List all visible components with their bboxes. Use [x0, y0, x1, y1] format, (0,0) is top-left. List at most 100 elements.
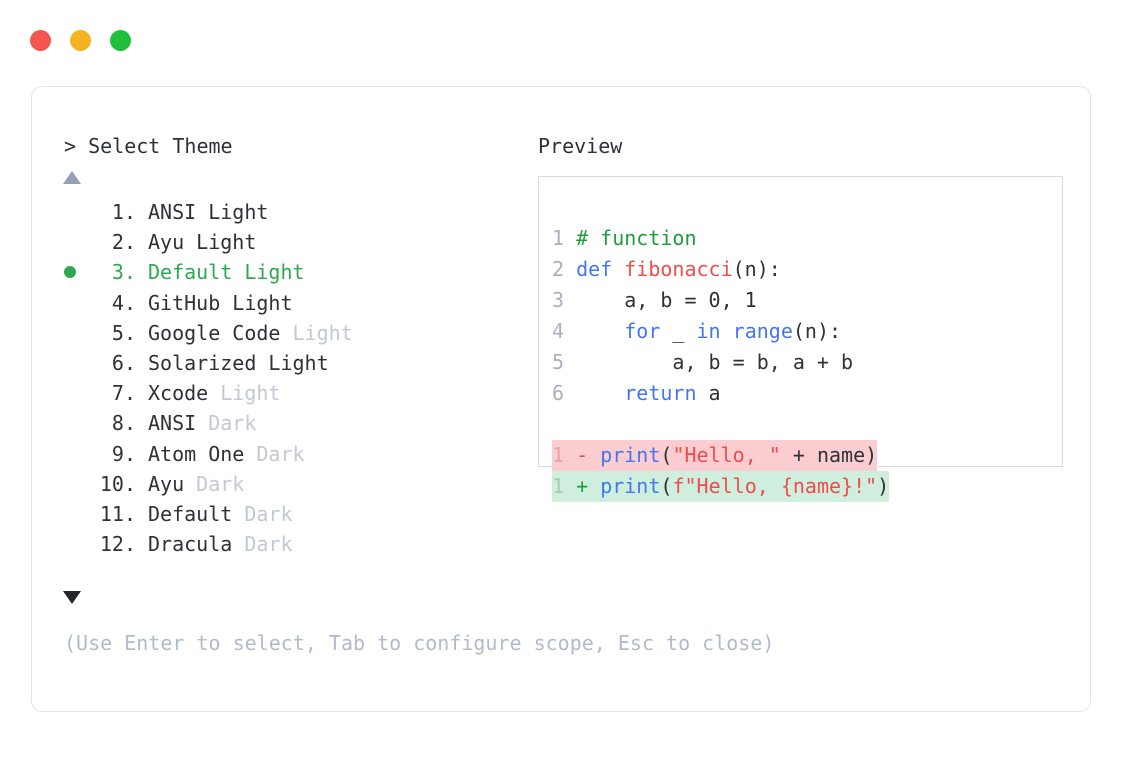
bullet-placeholder [64, 297, 76, 309]
theme-item-number: 9. [111, 441, 136, 466]
page-title: Select Theme [88, 134, 233, 158]
theme-item-label: Ayu Light [136, 227, 256, 257]
help-text: (Use Enter to select, Tab to configure s… [64, 631, 775, 655]
theme-item-label: Xcode Light [136, 378, 280, 408]
bullet-placeholder [64, 236, 76, 248]
selection-bullet-slot [56, 327, 84, 339]
bullet-placeholder [64, 538, 76, 550]
theme-list-item[interactable]: 8.ANSI Dark [56, 408, 526, 438]
bullet-placeholder [64, 206, 76, 218]
bullet-placeholder [64, 357, 76, 369]
theme-item-number: 1. [111, 200, 136, 224]
theme-list-item[interactable]: 5.Google Code Light [56, 318, 526, 348]
scroll-up-icon[interactable] [63, 171, 81, 184]
theme-item-number: 4. [111, 290, 136, 315]
theme-item-name: Default [148, 260, 245, 285]
diff-line-highlight: 1 - print("Hello, " + name) [552, 440, 878, 471]
code-token: print [600, 474, 661, 498]
theme-item-name: Xcode [148, 381, 221, 406]
theme-list-item[interactable]: 11.Default Dark [56, 499, 526, 529]
line-number: 1 [552, 474, 577, 498]
selection-bullet-slot [56, 357, 84, 369]
diff-marker: + [576, 474, 601, 498]
theme-item-number: 7. [111, 381, 136, 406]
preview-header: Preview [538, 134, 623, 158]
code-token [576, 319, 624, 343]
theme-item-variant: Dark [256, 441, 305, 466]
theme-item-variant: Dark [244, 501, 293, 526]
bullet-placeholder [64, 508, 76, 520]
line-number: 6 [552, 381, 577, 405]
theme-item-variant: Light [232, 290, 293, 315]
bullet-placeholder [64, 387, 76, 399]
minimize-window-button[interactable] [70, 30, 91, 51]
theme-item-name: Solarized [148, 350, 269, 375]
theme-item-name: Ayu [148, 230, 197, 255]
code-token: "Hello, " [672, 443, 781, 467]
code-token: range [732, 319, 793, 343]
theme-item-name: Dracula [148, 532, 245, 557]
code-token: fibonacci [624, 257, 733, 281]
bullet-placeholder [64, 417, 76, 429]
theme-list-item[interactable]: 3.Default Light [56, 257, 526, 287]
code-line: 1 # function [552, 223, 889, 254]
theme-item-label: Ayu Dark [136, 469, 244, 499]
code-token: a, b = b, a + b [576, 350, 854, 374]
code-token: # function [576, 226, 697, 250]
theme-list-item[interactable]: 1. ANSI Light [56, 197, 526, 227]
theme-list-item[interactable]: 10.Ayu Dark [56, 469, 526, 499]
theme-list-item[interactable]: 12.Dracula Dark [56, 529, 526, 559]
selection-bullet-slot [56, 266, 84, 279]
bullet-placeholder [64, 478, 76, 490]
code-token [576, 381, 624, 405]
theme-list-item[interactable]: 4.GitHub Light [56, 288, 526, 318]
code-token: f"Hello, {name}!" [672, 474, 878, 498]
theme-item-name: Atom One [148, 441, 257, 466]
theme-list-item[interactable]: 2.Ayu Light [56, 227, 526, 257]
selection-bullet-slot [56, 448, 84, 460]
code-token: def [576, 257, 625, 281]
code-token: for [624, 319, 661, 343]
code-token: a, b = 0, 1 [576, 288, 757, 312]
theme-list-item[interactable]: 6.Solarized Light [56, 348, 526, 378]
close-window-button[interactable] [30, 30, 51, 51]
theme-item-number: 12. [99, 532, 136, 557]
theme-item-label: Default Dark [136, 499, 293, 529]
theme-item-number: 2. [111, 230, 136, 255]
selection-bullet-slot [56, 236, 84, 248]
diff-marker: - [576, 443, 601, 467]
code-line: 2 def fibonacci(n): [552, 254, 889, 285]
theme-item-variant: Light [220, 381, 281, 406]
theme-item-number: 11. [99, 501, 136, 526]
code-line: 6 return a [552, 378, 889, 409]
selection-bullet-slot [56, 206, 84, 218]
line-number: 1 [552, 443, 577, 467]
theme-item-label: Google Code Light [136, 318, 353, 348]
theme-item-name: Ayu [148, 471, 197, 496]
theme-list-item[interactable]: 9.Atom One Dark [56, 439, 526, 469]
selection-bullet-slot [56, 297, 84, 309]
theme-item-number: 8. [111, 411, 136, 436]
theme-list-item[interactable]: 7.Xcode Light [56, 378, 526, 408]
theme-item-name: Google Code [148, 320, 293, 345]
code-token [721, 319, 733, 343]
code-token: ) [877, 474, 890, 498]
theme-item-name: ANSI [148, 200, 209, 224]
line-number: 3 [552, 288, 577, 312]
scroll-down-icon[interactable] [63, 591, 81, 604]
selected-bullet-icon [64, 266, 76, 279]
line-number: 5 [552, 350, 577, 374]
theme-item-label: Dracula Dark [136, 529, 293, 559]
theme-item-variant: Light [208, 200, 269, 224]
selection-bullet-slot [56, 478, 84, 490]
theme-item-number: 10. [99, 471, 136, 496]
theme-item-variant: Dark [196, 471, 245, 496]
theme-item-variant: Light [268, 350, 329, 375]
maximize-window-button[interactable] [110, 30, 131, 51]
theme-item-label: Atom One Dark [136, 439, 305, 469]
line-number: 2 [552, 257, 577, 281]
diff-line-ins: 1 + print(f"Hello, {name}!") [552, 471, 890, 502]
line-number: 1 [552, 226, 577, 250]
